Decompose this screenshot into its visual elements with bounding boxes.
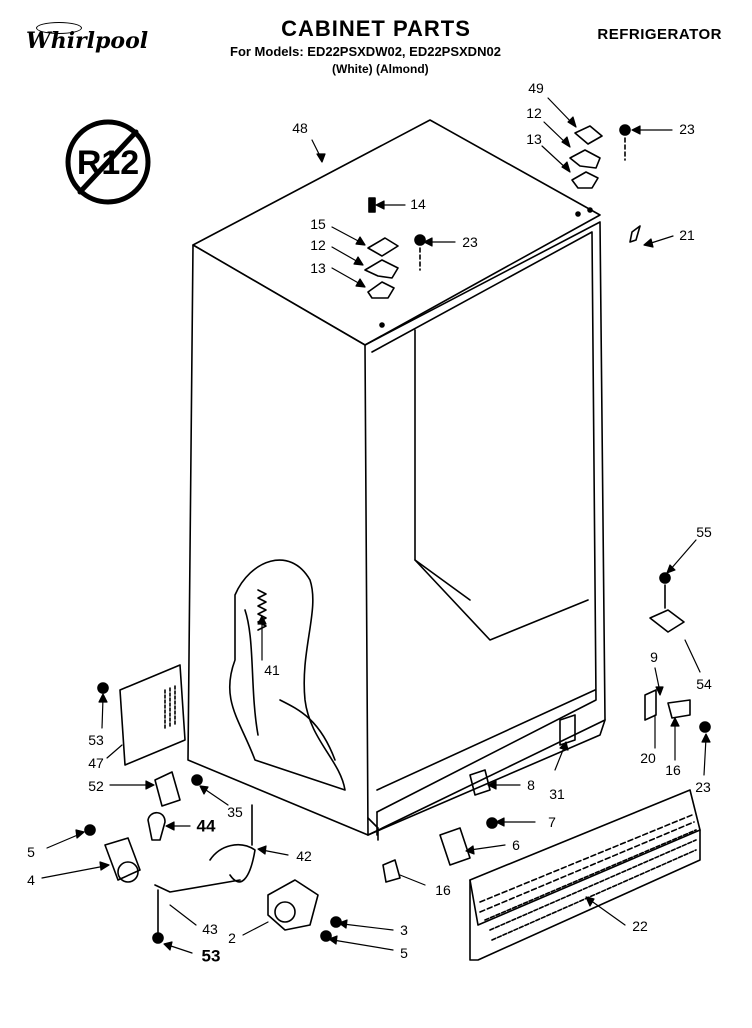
callout-7: 7 (548, 814, 556, 830)
leader-lines (41, 97, 711, 954)
callout-42: 42 (296, 848, 312, 864)
callout-49: 49 (528, 80, 544, 96)
callout-4: 4 (27, 872, 35, 888)
callout-16-right: 16 (665, 762, 681, 778)
page-title: CABINET PARTS (281, 16, 471, 41)
left-panel-47 (97, 664, 186, 766)
callout-15: 15 (310, 216, 326, 232)
callout-48: 48 (292, 120, 308, 136)
callout-13-center: 13 (310, 260, 326, 276)
callout-23-right: 23 (695, 779, 711, 795)
callout-13-right: 13 (526, 131, 542, 147)
callout-2: 2 (228, 930, 236, 946)
bottom-center-parts (382, 817, 498, 883)
callout-47: 47 (88, 755, 104, 771)
callout-20: 20 (640, 750, 656, 766)
callout-52: 52 (88, 778, 104, 794)
callout-23-top-right: 23 (679, 121, 695, 137)
callout-44: 44 (196, 816, 216, 836)
colors-line: (White) (Almond) (332, 62, 429, 76)
right-small-parts (469, 572, 711, 796)
callout-12-right: 12 (526, 105, 542, 121)
badge-text: R12 (77, 144, 139, 182)
r12-badge-icon: R12 (65, 119, 151, 205)
callout-54: 54 (696, 676, 712, 692)
callout-21: 21 (679, 227, 695, 243)
toe-grille-22 (469, 789, 701, 961)
callout-43: 43 (202, 921, 218, 937)
callout-6: 6 (512, 837, 520, 853)
callout-14: 14 (410, 196, 426, 212)
top-hinge-right (569, 124, 641, 243)
cabinet-body (187, 119, 606, 841)
left-lower-parts (84, 771, 342, 944)
category-label: REFRIGERATOR (597, 26, 722, 43)
brand-oval-mark (36, 22, 82, 34)
callout-53-bottom: 53 (201, 946, 221, 966)
callout-22: 22 (632, 918, 648, 934)
callout-12-center: 12 (310, 237, 326, 253)
callout-5-left: 5 (27, 844, 35, 860)
callout-9: 9 (650, 649, 658, 665)
brand-logo: Whirlpool (26, 28, 149, 54)
callout-31: 31 (549, 786, 565, 802)
callout-53-left: 53 (88, 732, 104, 748)
callout-5-bottom: 5 (400, 945, 408, 961)
callout-3: 3 (400, 922, 408, 938)
top-hinge-center (364, 197, 426, 299)
callout-41: 41 (264, 662, 280, 678)
callout-55: 55 (696, 524, 712, 540)
callout-8: 8 (527, 777, 535, 793)
callout-35: 35 (227, 804, 243, 820)
callout-16-bottom: 16 (435, 882, 451, 898)
models-line: For Models: ED22PSXDW02, ED22PSXDN02 (230, 44, 501, 59)
callout-23-center: 23 (462, 234, 478, 250)
